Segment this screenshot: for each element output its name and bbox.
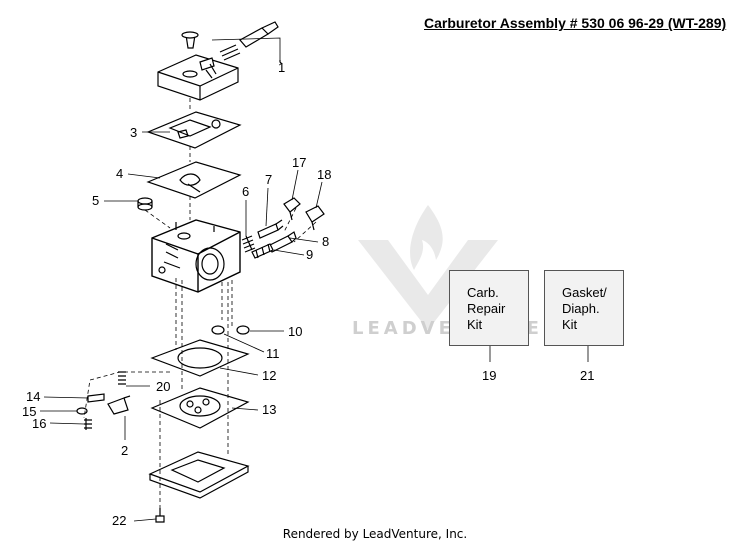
part-2-lever [107, 395, 131, 415]
pump-cover [148, 451, 250, 499]
callout-7[interactable]: 7 [265, 172, 272, 187]
part-17-limiter-cap [283, 197, 301, 221]
part-7-needle-screw [257, 219, 284, 239]
part-9-needle-screw [251, 243, 274, 259]
leadventure-logo-watermark [358, 205, 498, 330]
callout-22[interactable]: 22 [112, 513, 126, 528]
callout-2[interactable]: 2 [121, 443, 128, 458]
callout-8[interactable]: 8 [322, 234, 329, 249]
assembly-lines [83, 98, 317, 508]
kit-leader-lines [489, 346, 589, 362]
leader-lines [40, 131, 323, 522]
part-4-plate [146, 161, 242, 199]
kit-label-line: Carb. [467, 285, 499, 300]
part-22-screw [155, 508, 165, 523]
carburetor-body [151, 219, 241, 293]
page-title: Carburetor Assembly # 530 06 96-29 (WT-2… [424, 15, 727, 31]
callout-9[interactable]: 9 [306, 247, 313, 262]
part-6-spring [241, 235, 256, 253]
callout-15[interactable]: 15 [22, 404, 36, 419]
callout-14[interactable]: 14 [26, 389, 40, 404]
callout-12[interactable]: 12 [262, 368, 276, 383]
part-3-gasket [146, 111, 242, 149]
callout-18[interactable]: 18 [317, 167, 331, 182]
kit-label-line: Diaph. [562, 301, 600, 316]
kit-label-line: Kit [467, 317, 483, 332]
kit-label-line: Kit [562, 317, 578, 332]
callout-6[interactable]: 6 [242, 184, 249, 199]
callout-3[interactable]: 3 [130, 125, 137, 140]
callout-16[interactable]: 16 [32, 416, 46, 431]
part-5-plug [137, 197, 153, 211]
callout-13[interactable]: 13 [262, 402, 276, 417]
kit-box-carb-repair[interactable]: Carb. Repair Kit [449, 270, 529, 346]
callout-10[interactable]: 10 [288, 324, 302, 339]
kit-box-gasket-diaph[interactable]: Gasket/ Diaph. Kit [544, 270, 624, 346]
part-20-spring [118, 371, 126, 385]
part-11-ring [211, 325, 225, 335]
kit-ref-number[interactable]: 21 [580, 368, 595, 383]
part-18-limiter-cap [305, 205, 325, 231]
callout-11[interactable]: 11 [266, 346, 280, 361]
callout-20[interactable]: 20 [156, 379, 170, 394]
part-10-ring [236, 325, 250, 335]
callout-1[interactable]: 1 [278, 60, 285, 75]
kit-label-line: Repair [467, 301, 506, 316]
callout-4[interactable]: 4 [116, 166, 123, 181]
kit-ref-number[interactable]: 19 [482, 368, 497, 383]
part-14-pin [87, 393, 105, 403]
part-1-cover-assembly [157, 21, 283, 101]
part-16-spring [84, 418, 92, 430]
kit-label-line: Gasket/ [562, 285, 607, 300]
callout-5[interactable]: 5 [92, 193, 99, 208]
part-13-diaphragm [150, 387, 250, 429]
callout-17[interactable]: 17 [292, 155, 306, 170]
footer-credit: Rendered by LeadVenture, Inc. [282, 527, 468, 541]
